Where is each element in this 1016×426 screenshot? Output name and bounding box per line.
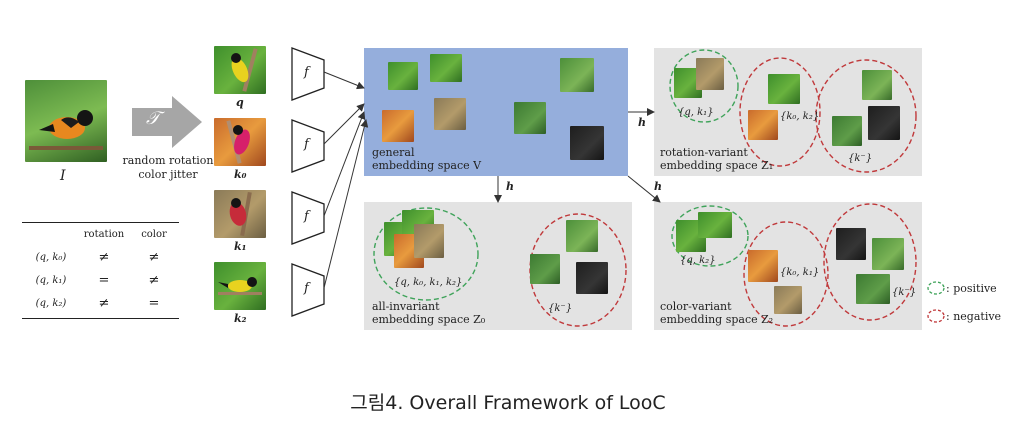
view-k0-label: k₀ [234,168,247,181]
thumb-k0 [748,110,778,140]
color-space-line2: embedding space Z₂ [660,313,774,326]
table-row-rotation: = [98,273,110,288]
transform-arrow [132,96,202,148]
table-header-color: color [141,229,167,240]
view-q-image [214,46,266,94]
view-k0-image [214,118,266,166]
table-row-color: = [148,296,160,311]
thumb-bluebird [862,70,892,100]
thumb-k2 [430,54,462,82]
thumb-bluebird [872,238,904,270]
thumb-k1 [434,98,466,130]
rotation-space-line2: embedding space Z₁ [660,159,774,172]
thumb-dog [530,254,560,284]
rotation-space-line1: rotation-variant [660,146,748,159]
transform-caption-line2: color jitter [138,168,198,181]
legend-negative-label: : negative [946,310,1002,323]
color-variant-clusters [671,203,917,327]
table-row-rotation: ≠ [98,296,110,311]
thumb-k0 [748,250,778,282]
encoder-f-2 [291,119,325,173]
encoder-f-label: f [304,209,309,224]
view-q-label: q [236,96,244,109]
color-space-line1: color-variant [660,300,732,313]
legend-positive-label: : positive [946,282,997,295]
rotation-negative-set-1: {k₀, k₂} [780,111,820,122]
thumb-dog [514,102,546,134]
thumb-q [388,62,418,90]
table-row-color: ≠ [148,250,160,265]
thumb-k2 [768,74,800,104]
legend-positive-swatch [927,281,945,295]
transform-caption-line1: random rotation [122,154,214,167]
color-positive-set: {q, k₂} [680,255,716,266]
color-negative-set-2: {k⁻} [892,287,917,298]
view-k1-label: k₁ [234,240,247,253]
table-row-rotation: ≠ [98,250,110,265]
thumb-k1 [414,224,444,258]
view-k1-image [214,190,266,238]
thumb-cat [576,262,608,294]
figure-caption: 그림4. Overall Framework of LooC [350,392,666,414]
table-row-pair: (q, k₀) [35,252,67,263]
table-header-rotation: rotation [83,229,125,240]
view-k2-image [214,262,266,310]
general-space-line1: general [372,146,415,159]
head-label: h [638,116,646,129]
thumb-dog [856,274,890,304]
input-image [25,80,107,162]
head-label: h [506,180,514,193]
all-invariant-positive-set: {q, k₀, k₁, k₂} [394,277,463,288]
table-top-rule [22,222,179,223]
legend-negative-swatch [927,309,945,323]
encoder-f-3 [291,191,325,245]
thumb-bluebird [566,220,598,252]
thumb-k2 [698,212,732,238]
encoder-f-label: f [304,137,309,152]
all-invariant-space-line1: all-invariant [372,300,440,313]
thumb-k0 [382,110,414,142]
input-label: I [60,168,66,184]
transform-symbol: 𝒯 [146,108,160,129]
table-bottom-rule [22,318,179,319]
all-invariant-space-line2: embedding space Z₀ [372,313,486,326]
thumb-k1 [696,58,724,90]
color-negative-set-1: {k₀, k₁} [780,267,820,278]
all-invariant-negative-set: {k⁻} [548,303,573,314]
oriole-bird-graphic [29,110,103,150]
table-row-pair: (q, k₁) [35,275,67,286]
head-label: h [654,180,662,193]
thumb-dog [832,116,862,146]
table-row-pair: (q, k₂) [35,298,67,309]
encoder-f-4 [291,263,325,317]
thumb-bluebird [560,58,594,92]
thumb-cat [836,228,866,260]
encoder-f-label: f [304,281,309,296]
rotation-variant-clusters [669,49,917,173]
table-row-color: ≠ [148,273,160,288]
encoder-f-label: f [304,65,309,80]
thumb-k1 [774,286,802,314]
general-space-line2: embedding space V [372,159,482,172]
thumb-cat [868,106,900,140]
rotation-positive-set: {q, k₁} [678,107,714,118]
rotation-negative-set-2: {k⁻} [848,153,873,164]
thumb-cat [570,126,604,160]
view-k2-label: k₂ [234,312,247,325]
encoder-f-1 [291,47,325,101]
